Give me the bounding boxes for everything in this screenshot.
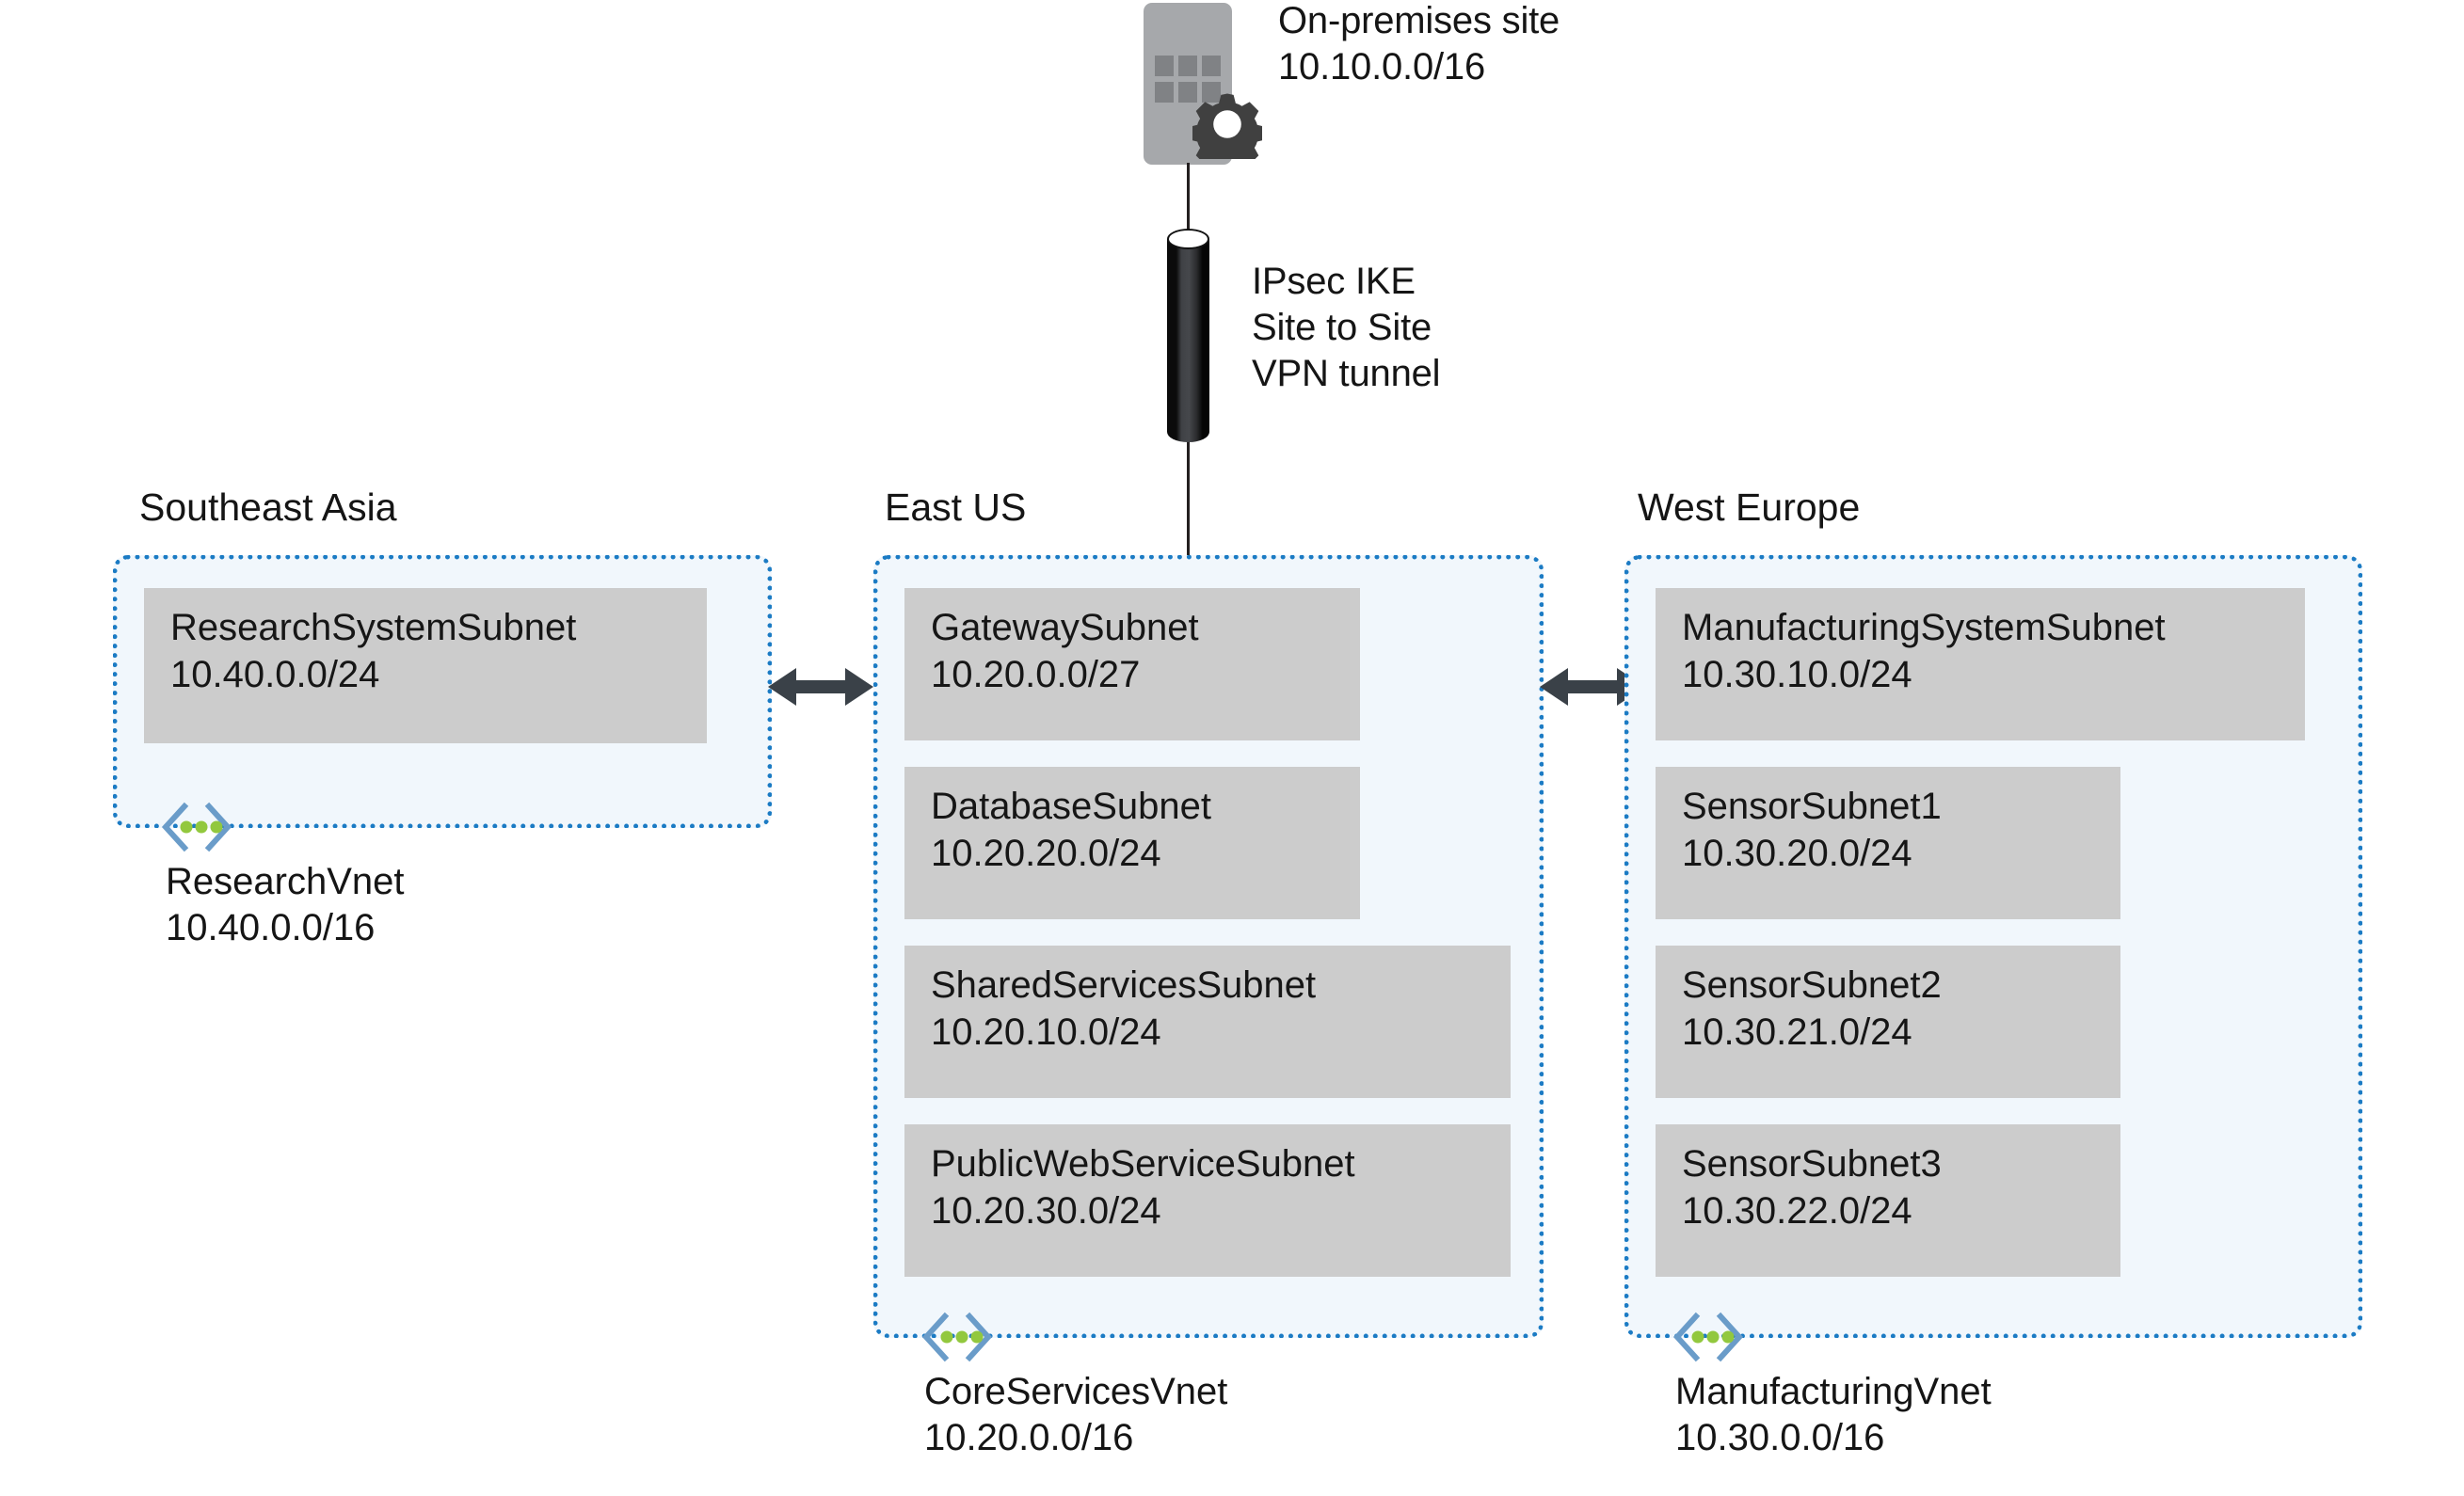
onpremises-cidr: 10.10.0.0/16 bbox=[1278, 45, 1486, 88]
subnet-cidr: 10.20.0.0/27 bbox=[931, 654, 1141, 695]
region-label-southeast-asia: Southeast Asia bbox=[139, 485, 397, 529]
window-cell bbox=[1178, 82, 1197, 103]
subnet-shared-services[interactable]: SharedServicesSubnet 10.20.10.0/24 bbox=[904, 946, 1511, 1098]
vnet-cidr: 10.30.0.0/16 bbox=[1675, 1417, 1885, 1459]
subnet-cidr: 10.20.20.0/24 bbox=[931, 833, 1161, 874]
subnet-cidr: 10.20.10.0/24 bbox=[931, 1011, 1161, 1053]
subnet-name: SharedServicesSubnet bbox=[931, 964, 1317, 1006]
subnet-sensor-3[interactable]: SensorSubnet3 10.30.22.0/24 bbox=[1656, 1124, 2120, 1277]
subnet-name: SensorSubnet1 bbox=[1682, 786, 1942, 827]
subnet-cidr: 10.30.22.0/24 bbox=[1682, 1190, 1912, 1232]
region-label-east-us: East US bbox=[885, 485, 1027, 529]
subnet-sensor-1[interactable]: SensorSubnet1 10.30.20.0/24 bbox=[1656, 767, 2120, 919]
window-cell bbox=[1155, 56, 1174, 76]
gear-icon bbox=[1192, 93, 1262, 159]
vnet-cidr: 10.40.0.0/16 bbox=[166, 907, 376, 949]
vpn-label-line3: VPN tunnel bbox=[1252, 352, 1441, 394]
vnet-name: ResearchVnet bbox=[166, 861, 405, 902]
region-label-west-europe: West Europe bbox=[1638, 485, 1861, 529]
vnet-badge-icon-manufacturing bbox=[1672, 1312, 1744, 1362]
subnet-name: SensorSubnet2 bbox=[1682, 964, 1942, 1006]
subnet-cidr: 10.30.20.0/24 bbox=[1682, 833, 1912, 874]
subnet-name: ResearchSystemSubnet bbox=[170, 607, 577, 648]
subnet-name: PublicWebServiceSubnet bbox=[931, 1143, 1355, 1185]
window-cell bbox=[1202, 82, 1221, 103]
tunnel-body bbox=[1167, 239, 1209, 442]
vnet-badge-icon-research bbox=[161, 802, 232, 852]
building-windows bbox=[1155, 56, 1221, 103]
subnet-cidr: 10.30.21.0/24 bbox=[1682, 1011, 1912, 1053]
vnet-badge-icon-core-services bbox=[921, 1312, 993, 1362]
subnet-sensor-2[interactable]: SensorSubnet2 10.30.21.0/24 bbox=[1656, 946, 2120, 1098]
window-cell bbox=[1178, 56, 1197, 76]
vnet-cidr: 10.20.0.0/16 bbox=[924, 1417, 1134, 1459]
vpn-label-line1: IPsec IKE bbox=[1252, 261, 1416, 302]
onpremises-name: On-premises site bbox=[1278, 0, 1560, 41]
vpn-tunnel-icon bbox=[1167, 229, 1209, 447]
vpn-label-line2: Site to Site bbox=[1252, 306, 1432, 348]
vnet-name: CoreServicesVnet bbox=[924, 1371, 1228, 1412]
vnet-core-services[interactable]: GatewaySubnet 10.20.0.0/27 DatabaseSubne… bbox=[873, 555, 1544, 1338]
subnet-gateway[interactable]: GatewaySubnet 10.20.0.0/27 bbox=[904, 588, 1360, 740]
subnet-name: DatabaseSubnet bbox=[931, 786, 1212, 827]
subnet-name: ManufacturingSystemSubnet bbox=[1682, 607, 2166, 648]
subnet-cidr: 10.30.10.0/24 bbox=[1682, 654, 1912, 695]
vnet-name: ManufacturingVnet bbox=[1675, 1371, 1992, 1412]
subnet-public-web-service[interactable]: PublicWebServiceSubnet 10.20.30.0/24 bbox=[904, 1124, 1511, 1277]
vnet-caption-manufacturing: ManufacturingVnet 10.30.0.0/16 bbox=[1675, 1369, 1992, 1461]
subnet-database[interactable]: DatabaseSubnet 10.20.20.0/24 bbox=[904, 767, 1360, 919]
subnet-name: GatewaySubnet bbox=[931, 607, 1199, 648]
peering-arrow-southeast-asia-east-us[interactable] bbox=[768, 659, 873, 715]
vnet-caption-core-services: CoreServicesVnet 10.20.0.0/16 bbox=[924, 1369, 1227, 1461]
window-cell bbox=[1202, 56, 1221, 76]
subnet-cidr: 10.20.30.0/24 bbox=[931, 1190, 1161, 1232]
subnet-manufacturing-system[interactable]: ManufacturingSystemSubnet 10.30.10.0/24 bbox=[1656, 588, 2305, 740]
vnet-caption-research: ResearchVnet 10.40.0.0/16 bbox=[166, 859, 404, 951]
window-cell bbox=[1155, 82, 1174, 103]
subnet-cidr: 10.40.0.0/24 bbox=[170, 654, 380, 695]
tunnel-cap bbox=[1167, 229, 1209, 249]
peering-arrow-east-us-west-europe[interactable] bbox=[1540, 659, 1645, 715]
subnet-name: SensorSubnet3 bbox=[1682, 1143, 1942, 1185]
vnet-research[interactable]: ResearchSystemSubnet 10.40.0.0/24 bbox=[113, 555, 772, 828]
onpremises-site-icon bbox=[1144, 3, 1262, 165]
vnet-manufacturing[interactable]: ManufacturingSystemSubnet 10.30.10.0/24 … bbox=[1624, 555, 2362, 1338]
subnet-research-system[interactable]: ResearchSystemSubnet 10.40.0.0/24 bbox=[144, 588, 707, 743]
